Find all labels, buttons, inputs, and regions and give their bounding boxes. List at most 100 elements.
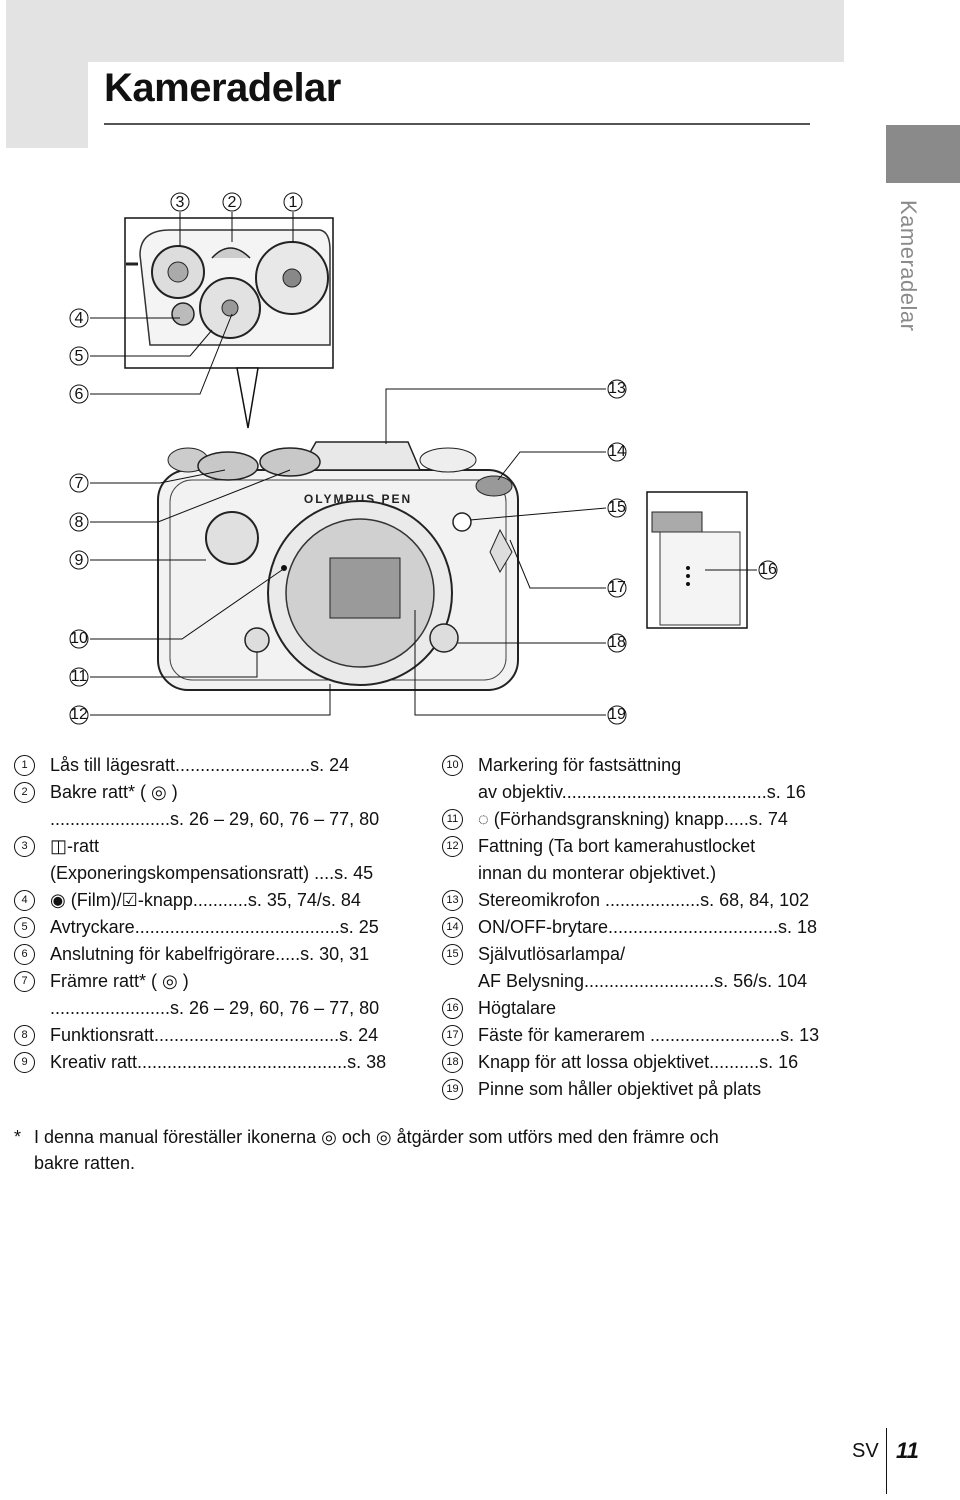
page-number-rule: [886, 1428, 887, 1494]
movie-button-top: [171, 302, 195, 326]
svg-text:14: 14: [608, 443, 626, 460]
svg-text:10: 10: [70, 630, 88, 647]
svg-text:3: 3: [176, 194, 185, 211]
zoom-pointer: [236, 367, 259, 429]
side-tab-block: [886, 125, 960, 183]
exposure-dial-top-center: [167, 261, 189, 283]
mount-marker: [281, 565, 287, 571]
callout-top-2: 2: [222, 192, 242, 212]
legend-item-11: 11◌ (Förhandsgranskning) knapp.....s. 74: [442, 806, 862, 833]
legend-item-15-cont: AF Belysning..........................s.…: [478, 971, 808, 991]
title-rule: [104, 123, 810, 125]
shutter-button-top: [221, 299, 239, 317]
page-title: Kameradelar: [104, 66, 341, 110]
svg-text:19: 19: [608, 706, 626, 723]
footnote-star: *: [14, 1127, 22, 1147]
callout-left-6: 6: [69, 384, 89, 404]
side-body: [659, 531, 741, 626]
legend-item-3-cont: (Exponeringskompensationsratt) ....s. 45: [50, 863, 374, 883]
callout-left-12: 12: [69, 705, 89, 725]
camera-diagram: 3 2 1 OLYMPUS PEN 4 5 6 7 8 9 10 11 12 1…: [69, 192, 778, 725]
front-dial-front: [197, 451, 259, 481]
callout-left-9: 9: [69, 550, 89, 570]
callout-right-13: 13: [607, 379, 627, 399]
lens-release-button: [429, 623, 459, 653]
sensor: [329, 557, 401, 619]
rear-top-dial: [475, 475, 513, 497]
camera-figure: 3 2 1 OLYMPUS PEN 4 5 6 7 8 9 10 11 12 1…: [0, 180, 960, 740]
on-off-switch-front: [419, 447, 477, 473]
mode-dial-front: [259, 447, 321, 477]
svg-text:2: 2: [228, 194, 237, 211]
mode-dial-lock: [282, 268, 302, 288]
legend-item-4: 4◉ (Film)/☑-knapp...........s. 35, 74/s.…: [14, 887, 434, 914]
svg-text:7: 7: [75, 475, 84, 492]
svg-text:11: 11: [71, 668, 88, 685]
creative-dial: [205, 511, 259, 565]
brand-logo: OLYMPUS PEN: [304, 492, 412, 506]
callout-left-8: 8: [69, 512, 89, 532]
svg-text:12: 12: [70, 706, 88, 723]
svg-text:4: 4: [75, 310, 84, 327]
svg-text:9: 9: [75, 552, 84, 569]
preview-button: [244, 627, 270, 653]
svg-text:18: 18: [608, 634, 626, 651]
header-inner: [88, 62, 844, 148]
page-lang: SV: [852, 1440, 879, 1462]
svg-text:6: 6: [75, 386, 84, 403]
callout-left-11: 11: [69, 667, 89, 687]
footnote-line-2: bakre ratten.: [34, 1153, 136, 1173]
rear-dial-top: [211, 247, 251, 259]
callout-left-10: 10: [69, 629, 89, 649]
svg-text:8: 8: [75, 514, 84, 531]
page-number: 11: [896, 1438, 919, 1463]
callout-top-3: 3: [170, 192, 190, 212]
callout-right-15: 15: [607, 498, 627, 518]
callout-left-5: 5: [69, 346, 89, 366]
legend-item-2-cont: ........................s. 26 – 29, 60, …: [50, 809, 380, 829]
side-tab-label: Kameradelar: [896, 200, 921, 332]
callout-right-19: 19: [607, 705, 627, 725]
strap-lug: [489, 528, 513, 574]
callout-right-17: 17: [607, 578, 627, 598]
svg-text:5: 5: [75, 348, 84, 365]
callout-right-18: 18: [607, 633, 627, 653]
top-view-frame: [124, 217, 334, 369]
self-timer-lamp: [452, 512, 472, 532]
svg-text:1: 1: [289, 194, 298, 211]
footnote-line-1: I denna manual föreställer ikonerna ◎ oc…: [34, 1127, 719, 1147]
side-view-frame: [646, 491, 748, 629]
svg-text:13: 13: [608, 380, 626, 397]
legend-item-10-cont: av objektiv.............................…: [478, 782, 806, 802]
legend-item-7-cont: ........................s. 26 – 29, 60, …: [50, 998, 380, 1018]
callout-right-14: 14: [607, 442, 627, 462]
callout-top-1: 1: [283, 192, 303, 212]
callout-left-7: 7: [69, 473, 89, 493]
svg-text:15: 15: [608, 499, 626, 516]
svg-text:17: 17: [608, 579, 626, 596]
legend-item-12-cont: innan du monterar objektivet.): [478, 863, 717, 883]
footnote: * I denna manual föreställer ikonerna ◎ …: [14, 1124, 874, 1176]
callout-left-4: 4: [69, 308, 89, 328]
svg-text:16: 16: [759, 561, 777, 578]
legend-item-3: 3◫-ratt: [14, 833, 434, 860]
callout-right-16: 16: [758, 560, 778, 580]
